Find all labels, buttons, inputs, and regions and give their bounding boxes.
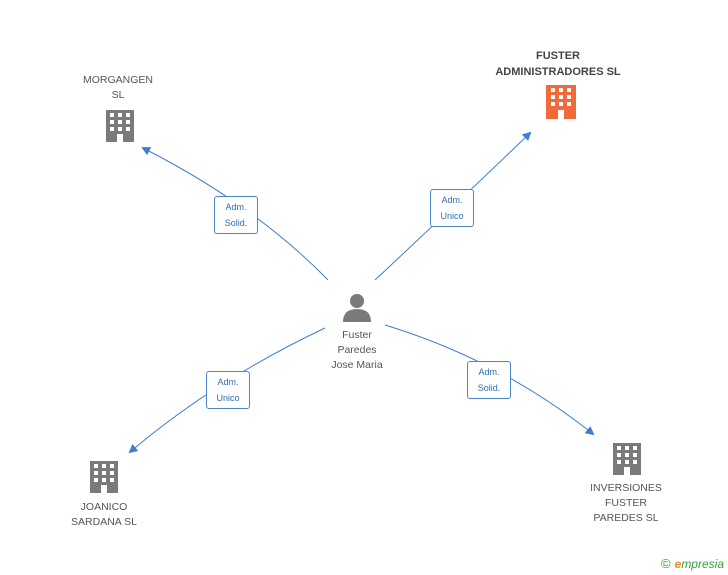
company-name-line: MORGANGEN [82,74,153,86]
company-name-top-left[interactable]: MORGANGEN SL [70,73,166,103]
building-icon [106,110,134,142]
role-line: Solid. [477,383,501,393]
company-name-top-right[interactable]: FUSTER ADMINISTRADORES SL [486,48,630,80]
brand-e: e [674,557,682,571]
edge-label-bottom-right[interactable]: Adm. Solid. [467,361,511,399]
company-name-line: JOANICO [80,501,128,513]
company-name-line: INVERSIONES [590,482,662,494]
company-name-line: ADMINISTRADORES SL [495,66,621,78]
role-line: Adm. [217,377,239,387]
edge-label-top-left[interactable]: Adm. Solid. [214,196,258,234]
copyright-icon: © [661,556,671,571]
company-name-line: SL [111,89,125,101]
brand-logo: ©empresia [661,556,724,571]
role-line: Solid. [224,218,248,228]
company-name-bottom-left[interactable]: JOANICO SARDANA SL [56,500,152,530]
building-icon [90,461,118,493]
company-name-bottom-right[interactable]: INVERSIONES FUSTER PAREDES SL [578,481,674,526]
person-name-line: Paredes [337,344,377,356]
person-name-line: Jose Maria [331,359,383,371]
edge-label-top-right[interactable]: Adm. Unico [430,189,474,227]
role-line: Adm. [478,367,500,377]
building-icon-highlighted [546,85,576,119]
brand-name: mpresia [681,557,724,571]
person-icon [343,294,371,322]
role-line: Unico [440,211,464,221]
company-name-line: PAREDES SL [593,512,659,524]
edge-label-bottom-left[interactable]: Adm. Unico [206,371,250,409]
person-name-line: Fuster [342,329,372,341]
role-line: Unico [216,393,240,403]
role-line: Adm. [441,195,463,205]
company-name-line: SARDANA SL [71,516,137,528]
person-name[interactable]: Fuster Paredes Jose Maria [315,328,399,373]
building-icon [613,443,641,475]
company-name-line: FUSTER [536,50,580,62]
company-name-line: FUSTER [605,497,647,509]
role-line: Adm. [225,202,247,212]
